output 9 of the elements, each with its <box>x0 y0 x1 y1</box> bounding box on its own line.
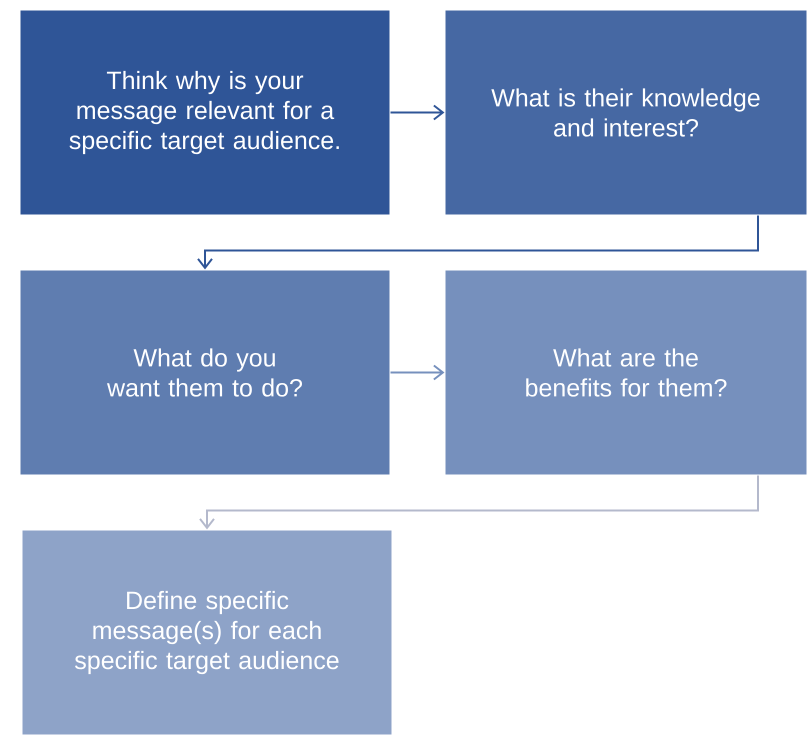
arrow <box>390 104 444 120</box>
process-box: Think why is your message relevant for a specific target audience. <box>20 10 390 216</box>
process-box: Define specific message(s) for each specific target audience <box>22 530 392 735</box>
process-box: What do you want them to do? <box>20 270 390 476</box>
process-box: What are the benefits for them? <box>444 270 807 476</box>
arrow <box>197 216 759 270</box>
process-box: What is their knowledge and interest? <box>444 10 807 216</box>
arrow <box>199 476 759 530</box>
arrow <box>390 364 444 380</box>
